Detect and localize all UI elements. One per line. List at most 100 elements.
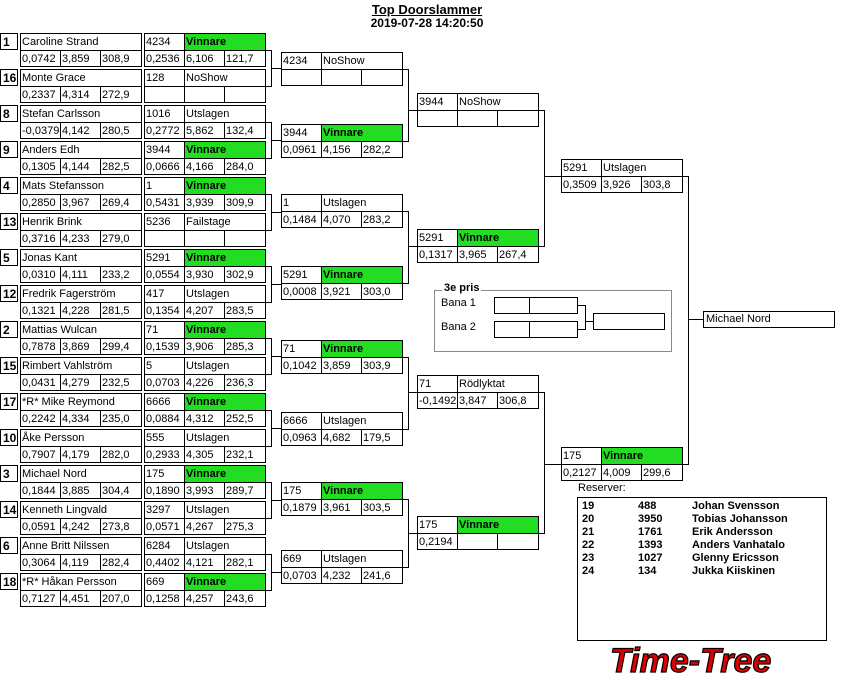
speed: 304,4	[102, 485, 130, 497]
speed: 285,3	[226, 341, 254, 353]
speed: 303,9	[363, 360, 391, 372]
lane-1-label: Bana 1	[441, 297, 476, 309]
racer-name: Kenneth Lingvald	[22, 504, 108, 516]
reaction-time: 0,2242	[21, 411, 61, 427]
status: Vinnare	[602, 448, 682, 464]
racer-number: 1016	[145, 106, 185, 122]
reserve-num: 3950	[638, 513, 663, 525]
elapsed-time: 4,156	[322, 142, 362, 158]
time-tree-logo: Time-Tree	[609, 641, 771, 680]
status: Utslagen	[323, 415, 367, 427]
speed: 306,8	[499, 395, 527, 407]
reaction-time: 0,1879	[282, 500, 322, 516]
lane-2-box	[494, 321, 578, 338]
seed-number: 10	[0, 429, 18, 446]
reaction-time: -0,1492	[419, 393, 458, 409]
speed: 241,6	[363, 570, 391, 582]
elapsed-time: 4,305	[185, 447, 225, 463]
reaction-time: 0,0666	[145, 159, 185, 175]
third-place-result-box	[593, 313, 665, 330]
speed: 179,5	[363, 432, 391, 444]
status: Vinnare	[185, 178, 265, 194]
status: Vinnare	[322, 267, 402, 283]
racer-number: 1	[145, 178, 185, 194]
reaction-time: 0,5431	[145, 195, 185, 211]
racer-name: Rimbert Vahlström	[22, 360, 113, 372]
reserve-name: Tobias Johansson	[692, 513, 788, 525]
speed: 303,5	[363, 502, 391, 514]
elapsed-time: 4,166	[185, 159, 225, 175]
racer-name: Mattias Wulcan	[22, 324, 97, 336]
racer-name: Monte Grace	[22, 72, 86, 84]
third-place-group	[434, 290, 672, 352]
speed	[225, 87, 265, 103]
reserve-pos: 20	[582, 513, 595, 525]
elapsed-time: 4,179	[61, 447, 101, 463]
elapsed-time: 4,009	[602, 465, 642, 481]
racer-number: 6284	[145, 538, 185, 554]
reaction-time: 0,0431	[21, 375, 61, 391]
reaction-time: 0,0591	[21, 519, 61, 535]
status: NoShow	[459, 96, 501, 108]
speed: 121,7	[226, 53, 254, 65]
reaction-time: 0,0554	[145, 267, 185, 283]
reaction-time: 0,2337	[21, 87, 61, 103]
racer-number: 6666	[282, 413, 322, 429]
racer-name-row: Mats Stefansson	[21, 178, 141, 195]
reserve-num: 1761	[638, 526, 663, 538]
reserve-row: 20 3950 Tobias Johansson	[582, 513, 822, 526]
speed: 283,2	[363, 214, 391, 226]
reserve-num: 134	[638, 565, 657, 577]
elapsed-time: 3,859	[322, 358, 362, 374]
racer-name: Henrik Brink	[22, 216, 82, 228]
status: Utslagen	[186, 432, 230, 444]
elapsed-time: 4,144	[61, 159, 101, 175]
elapsed-time	[458, 534, 498, 550]
speed: 282,1	[226, 557, 254, 569]
reserve-pos: 19	[582, 500, 595, 512]
elapsed-time: 3,961	[322, 500, 362, 516]
elapsed-time: 3,965	[458, 247, 498, 263]
elapsed-time: 3,847	[458, 393, 498, 409]
speed: 299,4	[102, 341, 130, 353]
speed: 272,9	[102, 89, 130, 101]
reaction-time: 0,2536	[145, 51, 185, 67]
elapsed-time: 3,939	[185, 195, 225, 211]
elapsed-time: 4,119	[61, 555, 101, 571]
lane-2-label: Bana 2	[441, 321, 476, 333]
reaction-time: 0,2127	[562, 465, 602, 481]
reaction-time: 0,1317	[418, 247, 458, 263]
